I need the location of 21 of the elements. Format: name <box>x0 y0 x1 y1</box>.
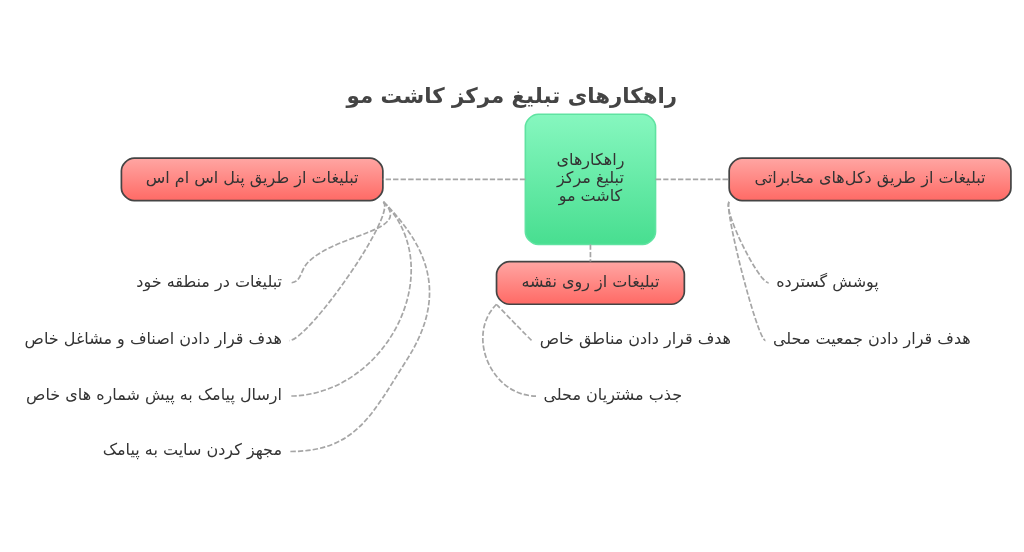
node-text: جذب مشتریان محلی <box>543 384 683 404</box>
node-text: هدف قرار دادن اصناف و مشاغل خاص <box>24 328 283 348</box>
connector <box>288 200 412 397</box>
node-box: تبلیغات از روی نقشه <box>495 260 686 305</box>
connector <box>288 200 431 452</box>
connector <box>654 178 731 180</box>
node-text: پوشش گسترده <box>776 271 879 291</box>
node-text: تبلیغات در منطقه خود <box>136 271 283 291</box>
node-text: ارسال پیامک به پیش شماره های خاص <box>26 384 283 404</box>
node-box: تبلیغات از طریق پنل اس ام اس <box>120 156 384 202</box>
connector <box>495 302 533 341</box>
connector <box>288 200 386 341</box>
connector <box>482 302 537 397</box>
node-text: هدف قرار دادن جمعیت محلی <box>772 328 971 348</box>
node-text: هدف قرار دادن مناطق خاص <box>539 328 732 348</box>
diagram-title: راهکارهای تبلیغ مرکز کاشت مو <box>346 82 678 108</box>
node-box: تبلیغات از طریق دکل‌های مخابراتی <box>728 156 1012 202</box>
node-text: مجهز کردن سایت به پیامک <box>102 439 283 459</box>
connector <box>727 200 767 341</box>
connector <box>589 243 592 262</box>
node-box: راهکارهای تبلیغ مرکز کاشت مو <box>524 113 657 245</box>
